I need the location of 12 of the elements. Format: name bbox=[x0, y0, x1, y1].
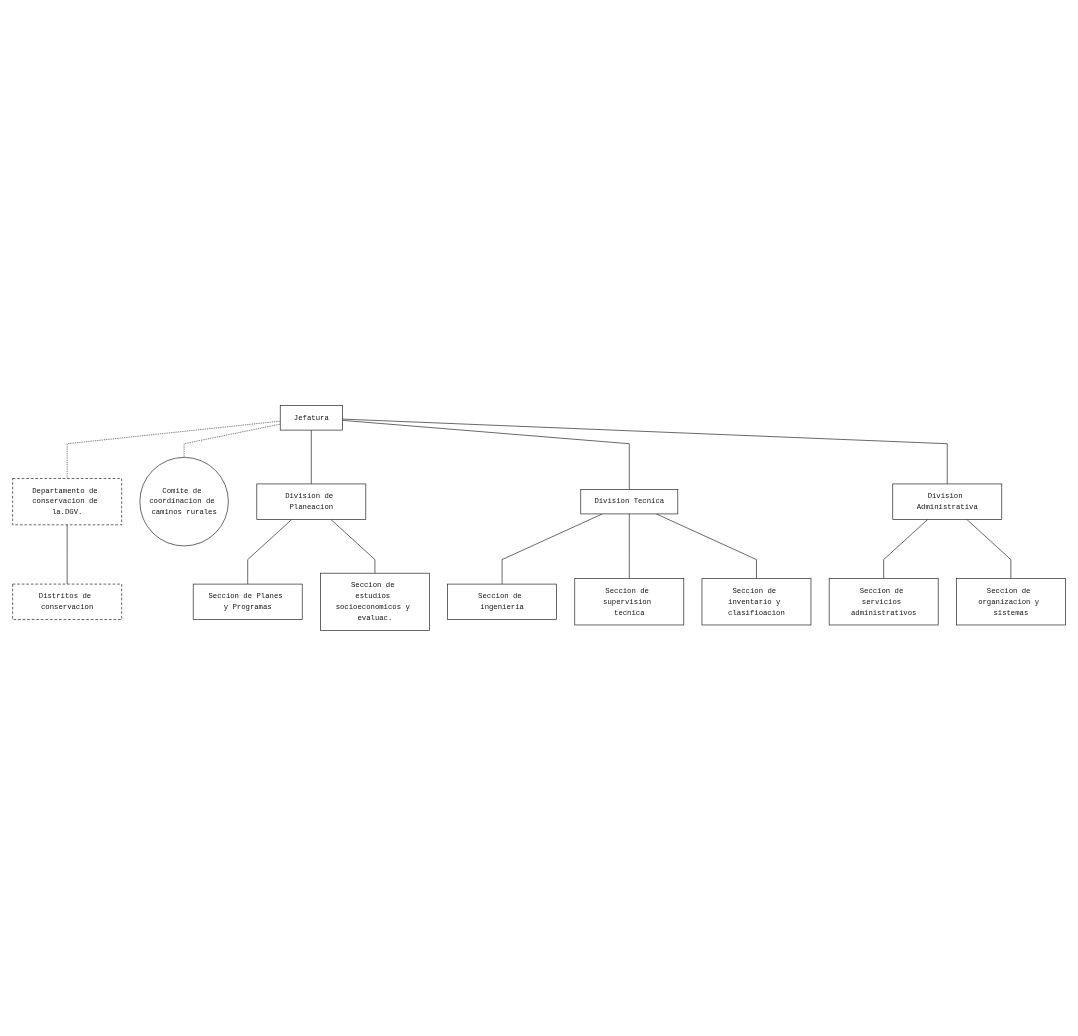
connector bbox=[183, 423, 281, 458]
connector bbox=[342, 420, 630, 490]
connector bbox=[628, 513, 630, 579]
connector bbox=[247, 519, 293, 585]
connector bbox=[310, 429, 312, 485]
connector bbox=[342, 418, 948, 485]
connector bbox=[655, 513, 757, 579]
connector bbox=[66, 420, 281, 479]
connector bbox=[966, 519, 1012, 579]
connector bbox=[501, 513, 603, 585]
connector bbox=[883, 519, 929, 579]
connector bbox=[330, 519, 376, 574]
